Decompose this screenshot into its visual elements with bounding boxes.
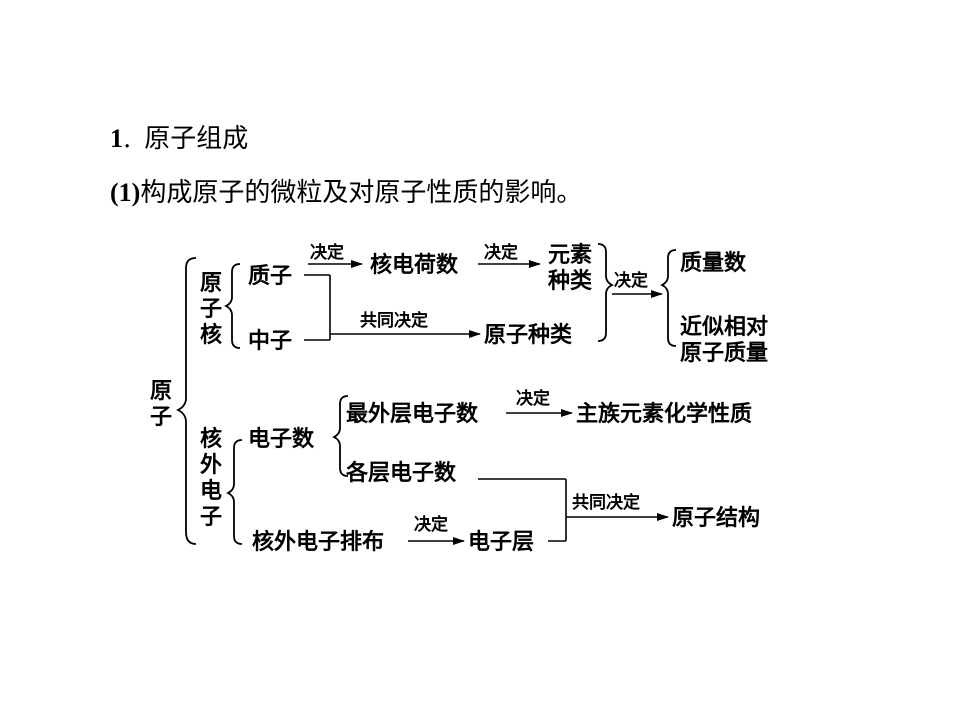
node-atom-kind: 原子种类 [484,322,573,348]
node-element-kind-line-2: 种类 [548,268,593,294]
label-jointly-determine-1: 共同决定 [360,310,428,331]
brace-mass [659,249,677,347]
brace-electron-count [331,395,349,477]
label-determines-4: 决定 [516,388,550,409]
node-relative-mass-line-1: 近似相对 [680,314,768,340]
heading-text: 原子组成 [144,124,249,154]
brace-element-atom-kind [597,243,615,342]
brace-electrons [225,439,243,545]
node-atom-char-2: 子 [150,404,172,430]
subheading-particles: (1)构成原子的微粒及对原子性质的影响。 [110,178,582,208]
node-electrons-char-4: 子 [200,504,222,530]
node-relative-mass-line-2: 原子质量 [680,340,768,366]
heading-atom-composition: 1. 原子组成 [110,124,248,154]
node-electron-arrangement: 核外电子排布 [252,529,384,555]
label-determines-5: 决定 [414,514,448,535]
node-nucleus-char-1: 原 [200,270,222,296]
brace-atom [175,257,197,545]
node-proton: 质子 [248,263,292,289]
label-determines-1: 决定 [310,242,344,263]
node-electron-count: 电子数 [248,426,315,452]
heading-number: 1 [110,124,123,153]
node-element-kind-line-1: 元素 [548,242,592,268]
heading-separator: . [123,124,132,154]
node-electrons-char-3: 电 [200,478,222,504]
node-mass-number: 质量数 [680,250,747,276]
label-jointly-determine-2: 共同决定 [572,492,640,513]
subheading-number: (1) [110,178,141,207]
node-atomic-structure: 原子结构 [672,505,760,531]
node-electron-shell: 电子层 [468,529,534,555]
label-determines-3: 决定 [614,270,648,291]
node-neutron: 中子 [248,328,292,354]
node-atom-char-1: 原 [150,378,172,404]
node-nucleus-char-2: 子 [200,296,222,322]
label-determines-2: 决定 [484,242,518,263]
node-layer-electrons: 各层电子数 [345,460,457,486]
node-outermost-electrons: 最外层电子数 [346,401,479,427]
node-electrons-char-2: 外 [200,452,222,478]
brace-nucleus [223,263,241,349]
node-nucleus-char-3: 核 [200,322,222,348]
node-nuclear-charge: 核电荷数 [370,252,459,278]
node-electrons-char-1: 核 [200,426,222,452]
subheading-text: 构成原子的微粒及对原子性质的影响。 [140,178,583,208]
node-main-group-properties: 主族元素化学性质 [576,401,752,427]
